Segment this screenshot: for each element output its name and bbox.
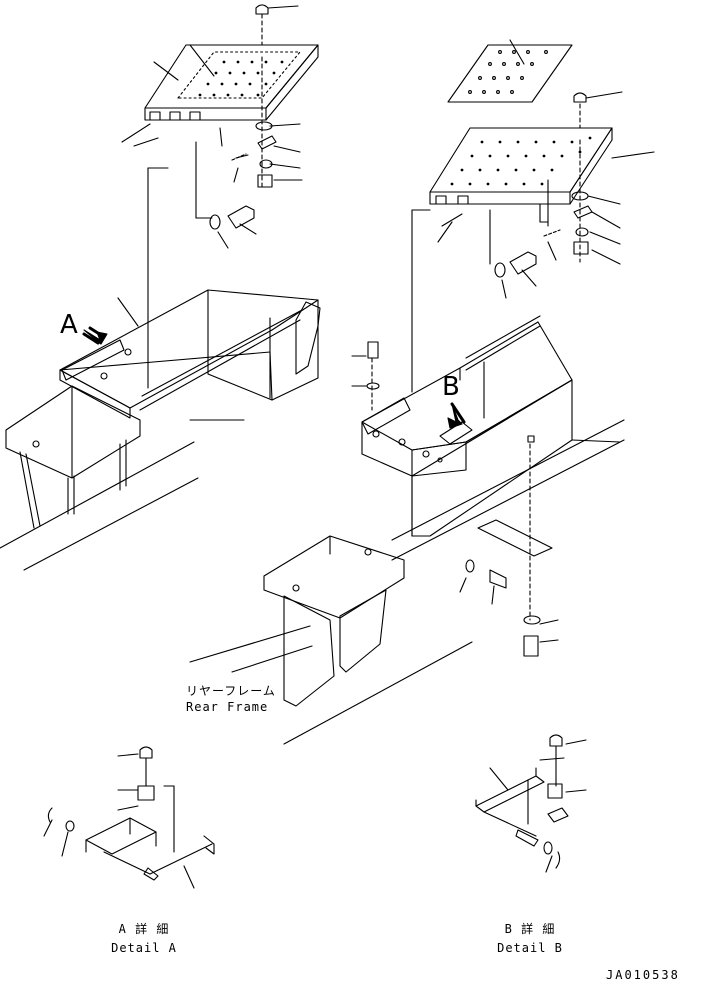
right-step-plate [429, 127, 613, 205]
right-step-leader-lines [411, 39, 655, 393]
left-step-box [59, 289, 321, 419]
detail-b-label-en: Detail B [497, 941, 563, 955]
view-b-callout: B [442, 372, 460, 402]
right-step-pad [447, 44, 573, 103]
arrow-a [82, 326, 108, 345]
rear-frame-label-jp: リヤーフレーム [186, 684, 276, 698]
left-step-plate [144, 44, 319, 121]
right-step-box [361, 315, 573, 621]
detail-b-drawing [475, 734, 587, 873]
left-step-leader-lines [121, 5, 303, 389]
rear-frame-label-en: Rear Frame [186, 700, 269, 714]
right-step-bolt-stack [494, 92, 593, 278]
view-a-callout: A [60, 310, 78, 340]
right-lower-fasteners [459, 439, 621, 657]
right-bolt-washer [351, 341, 380, 411]
detail-a-label-en: Detail A [111, 941, 177, 955]
left-step-bolt-stack [209, 4, 277, 230]
left-frame-support [0, 385, 199, 571]
drawing-number: JA010538 [606, 968, 680, 982]
rear-frame-bracket [189, 419, 625, 745]
arrow-b [447, 402, 466, 429]
detail-a-label-jp: A 詳 細 [118, 922, 170, 936]
detail-b-label-jp: B 詳 細 [504, 922, 556, 936]
detail-a-drawing [43, 746, 215, 889]
